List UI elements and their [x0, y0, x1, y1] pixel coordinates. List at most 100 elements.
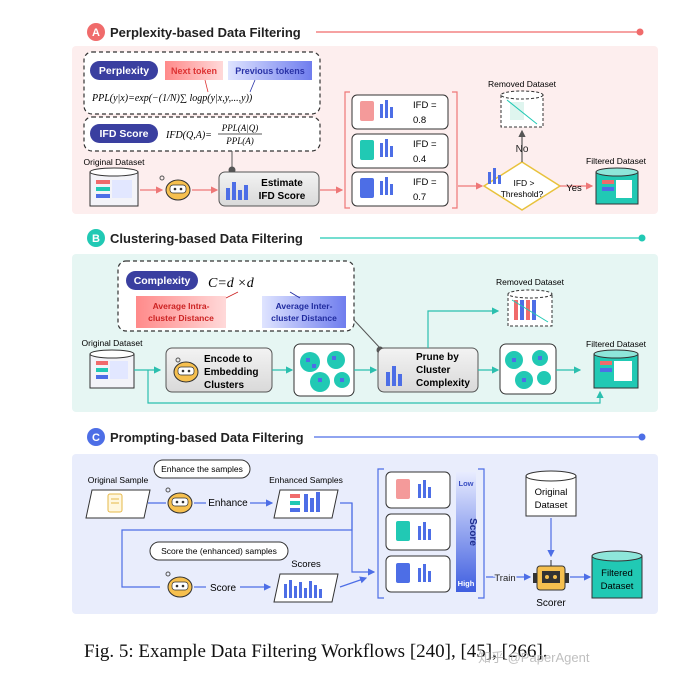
- threshold-line2: Threshold?: [501, 189, 544, 199]
- prune-chart-icon: [386, 366, 402, 386]
- c-loop-arrow: [121, 502, 353, 588]
- c-original-line1: Original: [535, 487, 568, 498]
- encode-line2: Embedding: [204, 367, 258, 378]
- estimate-line1: Estimate: [261, 178, 303, 189]
- enhanced-samples-icon: [273, 489, 339, 519]
- c-filtered-line2: Dataset: [601, 581, 634, 592]
- enhance-label: Enhance: [208, 498, 248, 509]
- a-filtered-dataset-icon: [595, 167, 639, 205]
- threshold-line1: IFD >: [513, 178, 534, 188]
- a-filtered-dataset-label: Filtered Dataset: [586, 156, 647, 166]
- threshold-chart-icon: [488, 168, 501, 184]
- c-scores-to-list-arrow: [339, 576, 368, 588]
- score-high-label: High: [458, 579, 475, 588]
- section-b: B Clustering-based Data Filtering Comple…: [72, 229, 658, 412]
- a-original-dataset-icon: [89, 167, 139, 207]
- prune-line2: Cluster: [416, 365, 451, 376]
- intra-line1: Average Intra-: [153, 301, 210, 311]
- section-a-badge: [87, 23, 105, 41]
- scored-item-2: [385, 555, 451, 593]
- score-bubble-text: Score the (enhanced) samples: [161, 546, 277, 556]
- enhanced-samples-label: Enhanced Samples: [269, 475, 343, 485]
- section-a-rule-dot: [636, 28, 644, 36]
- b-filtered-dataset-label: Filtered Dataset: [586, 339, 647, 349]
- previous-tokens-highlight: [228, 61, 312, 80]
- ifd-item-2-value: 0.7: [413, 192, 426, 203]
- c-robot-icon-2: [165, 571, 193, 598]
- section-a: A Perplexity-based Data Filtering Perple…: [72, 23, 658, 214]
- ppl-formula: PPL(y|x)=exp(−(1/N)∑ logp(y|x,y,...,y)): [91, 93, 253, 104]
- section-c: C Prompting-based Data Filtering Origina…: [72, 428, 658, 614]
- intra-pointer: [225, 291, 239, 299]
- a-removed-dataset-label: Removed Dataset: [488, 79, 557, 89]
- perplexity-pill: [90, 61, 158, 80]
- scorer-robot-icon: [533, 560, 569, 591]
- next-token-highlight: [165, 61, 223, 80]
- original-sample-icon: [85, 489, 151, 519]
- ifd-label: IFD Score: [99, 128, 148, 140]
- score-bubble: [149, 541, 289, 561]
- inter-pointer: [289, 291, 301, 299]
- b-filtered-dataset-icon: [593, 349, 639, 389]
- next-token-pointer: [204, 79, 209, 93]
- enhance-bubble-text: Enhance the samples: [161, 464, 243, 474]
- b-original-dataset-label: Original Dataset: [82, 338, 144, 348]
- figure-caption: Fig. 5: Example Data Filtering Workflows…: [84, 641, 548, 662]
- intra-distance-highlight: [136, 296, 226, 328]
- section-a-letter: A: [92, 27, 100, 39]
- b-removed-dataset-icon: [507, 289, 553, 327]
- scores-label: Scores: [291, 559, 321, 570]
- threshold-diamond: [482, 161, 562, 211]
- estimate-chart-icon: [226, 182, 248, 200]
- b-arrow-removed: [427, 307, 500, 348]
- c-filtered-line1: Filtered: [601, 568, 633, 579]
- ifd-item-1-value: 0.4: [413, 154, 426, 165]
- enhance-bubble: [153, 459, 251, 479]
- c-enhanced-to-list-arrow: [351, 503, 376, 576]
- a-original-dataset-label: Original Dataset: [84, 157, 146, 167]
- inter-distance-highlight: [262, 296, 346, 328]
- inter-line2: cluster Distance: [271, 313, 337, 323]
- section-c-background: [72, 454, 658, 614]
- a-removed-dataset-icon: [500, 90, 544, 128]
- section-c-title: Prompting-based Data Filtering: [110, 430, 304, 445]
- inter-line1: Average Inter-: [276, 301, 333, 311]
- section-c-rule-dot: [638, 433, 646, 441]
- scores-icon: [273, 573, 339, 603]
- yes-label: Yes: [566, 183, 582, 194]
- clusters-panel: [293, 343, 355, 397]
- section-b-title: Clustering-based Data Filtering: [110, 231, 303, 246]
- scored-list-bracket-right: [478, 468, 485, 599]
- section-c-badge: [87, 428, 105, 446]
- score-bar-label: Score: [467, 518, 478, 546]
- pruned-clusters-panel: [499, 343, 557, 395]
- section-c-letter: C: [92, 432, 100, 444]
- c-filtered-dataset-icon: [591, 550, 643, 599]
- encode-line1: Encode to: [204, 354, 252, 365]
- complexity-connector: [353, 319, 381, 349]
- prune-line1: Prune by: [416, 352, 459, 363]
- scorer-label: Scorer: [536, 598, 566, 609]
- score-low-label: Low: [459, 479, 474, 488]
- ifd-item-1: IFD = 0.4: [351, 133, 449, 169]
- b-original-dataset-icon: [89, 349, 135, 389]
- scored-item-0: [385, 471, 451, 509]
- previous-tokens-label: Previous tokens: [235, 66, 305, 76]
- section-b-rule-dot: [638, 234, 646, 242]
- c-original-line2: Dataset: [535, 500, 568, 511]
- ifd-item-0-value: 0.8: [413, 115, 426, 126]
- complexity-label: Complexity: [134, 275, 191, 287]
- original-sample-label: Original Sample: [88, 475, 149, 485]
- ifd-item-0-label: IFD =: [413, 100, 437, 111]
- ifd-item-2-label: IFD =: [413, 177, 437, 188]
- no-label: No: [516, 144, 529, 155]
- ifd-denominator: PPL(A): [225, 136, 254, 146]
- b-bypass-arrow: [147, 370, 604, 404]
- complexity-pill: [126, 271, 198, 290]
- perplexity-label: Perplexity: [99, 65, 149, 77]
- b-robot-icon: [173, 357, 199, 383]
- ifd-item-2: IFD = 0.7: [351, 171, 449, 207]
- section-a-title: Perplexity-based Data Filtering: [110, 25, 301, 40]
- scored-list-bracket-left: [377, 468, 384, 599]
